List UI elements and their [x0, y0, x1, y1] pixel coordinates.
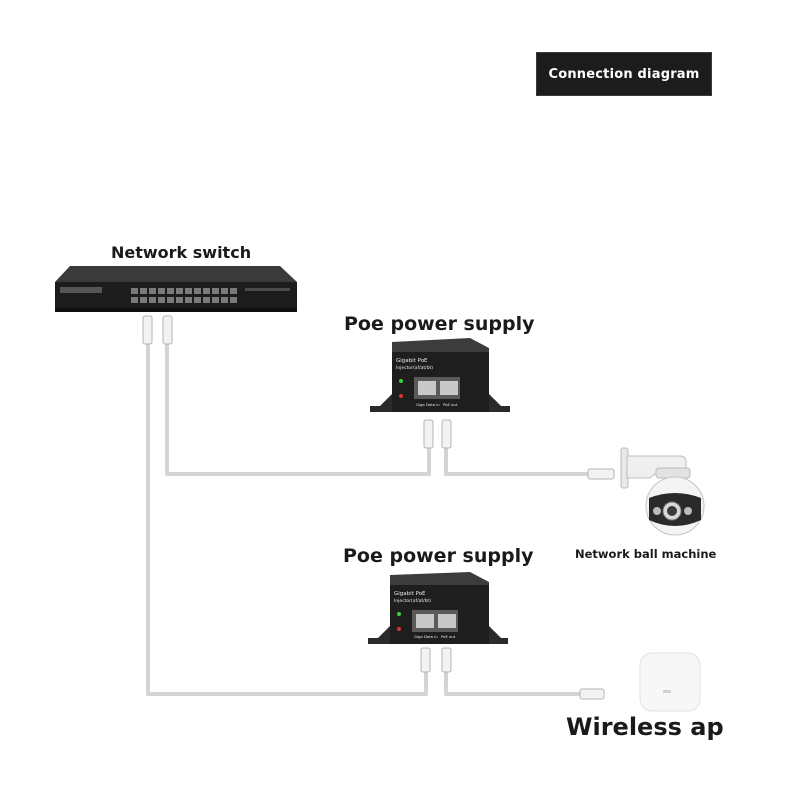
poe-top-label: Poe power supply: [344, 313, 535, 335]
poe-bottom-port-in-label: Giga Data in: [414, 634, 438, 639]
rj45-connector: [441, 647, 452, 673]
wireless-ap-label: Wireless ap: [566, 713, 724, 741]
rj45-connector: [579, 688, 605, 700]
poe-bottom-subtitle: Injector(af/at/bt): [394, 598, 431, 604]
rj45-connector: [441, 419, 452, 449]
poe-injector-top-icon: Gigabit PoE Injector(af/at/bt) Giga Data…: [370, 338, 510, 412]
network-switch-label: Network switch: [111, 243, 252, 262]
ethernet-port-in: [416, 614, 434, 628]
cables: [146, 340, 592, 696]
rj45-connector: [420, 647, 431, 673]
poe-top-port-in-label: Giga Data in: [416, 402, 440, 407]
poe-top-subtitle: Injector(af/at/bt): [396, 365, 433, 371]
connection-diagram-badge: Connection diagram: [536, 52, 712, 96]
ptz-camera-icon: [620, 447, 705, 536]
ethernet-port-in: [418, 381, 436, 395]
led-indicator: [397, 612, 401, 616]
poe-top-title: Gigabit PoE: [396, 358, 428, 364]
network-switch-icon: [55, 266, 297, 312]
poe-bottom-port-out-label: PoE out: [441, 634, 456, 639]
rj45-connector: [423, 419, 434, 449]
badge-label: Connection diagram: [548, 66, 700, 82]
led-indicator: [399, 379, 403, 383]
cable-switch-to-poe-top: [165, 340, 431, 476]
wireless-ap-icon: [639, 652, 701, 712]
led-indicator: [399, 394, 403, 398]
rj45-connector: [142, 315, 153, 345]
cable-poe-top-to-camera: [444, 443, 592, 476]
poe-bottom-title: Gigabit PoE: [394, 591, 426, 597]
rj45-connector: [162, 315, 173, 345]
rj45-connectors: [142, 315, 615, 700]
poe-bottom-label: Poe power supply: [343, 545, 534, 567]
poe-injector-bottom-icon: Gigabit PoE Injector(af/at/bt) Giga Data…: [368, 572, 508, 644]
ethernet-port-out: [440, 381, 458, 395]
ethernet-port-out: [438, 614, 456, 628]
led-indicator: [397, 627, 401, 631]
cable-poe-bottom-to-ap: [444, 667, 586, 696]
cable-switch-to-poe-bottom: [146, 340, 428, 696]
camera-label: Network ball machine: [575, 547, 717, 561]
rj45-connector: [587, 468, 615, 480]
poe-top-port-out-label: PoE out: [443, 402, 458, 407]
